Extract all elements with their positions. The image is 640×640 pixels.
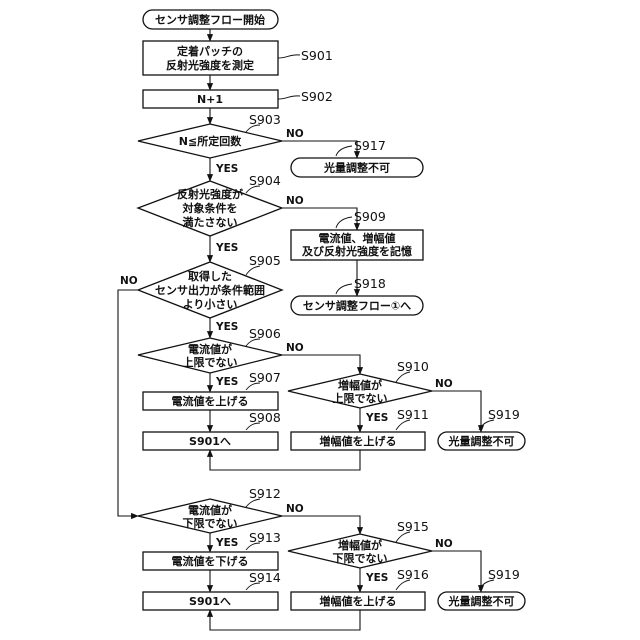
s913-label: 電流値を下げる	[172, 554, 249, 568]
s905-line-1: 取得した	[188, 269, 232, 283]
s904-line-2: 対象条件を	[182, 201, 238, 215]
step-label-s919a: S919	[488, 407, 520, 422]
step-label-s915: S915	[397, 519, 429, 534]
s918-label: センサ調整フロー①へ	[303, 299, 411, 313]
step-label-s911: S911	[397, 407, 429, 422]
s906-line-2: 上限でない	[183, 355, 238, 369]
s907-label: 電流値を上げる	[172, 394, 249, 408]
s902-label: N+1	[197, 93, 223, 106]
s915-line-2: 下限でない	[333, 551, 388, 565]
s906-yes-label: YES	[215, 376, 238, 388]
s912-line-1: 電流値が	[188, 503, 232, 517]
s910-yes-label: YES	[365, 412, 388, 424]
step-label-s909: S909	[354, 209, 386, 224]
s919a-label: 光量調整不可	[448, 434, 515, 448]
step-label-s918: S918	[354, 276, 386, 291]
s904-line-3: 満たさない	[183, 215, 238, 229]
s911-label: 増幅値を上げる	[320, 434, 397, 448]
step-label-s916: S916	[397, 567, 429, 582]
s910-line-2: 上限でない	[333, 391, 388, 405]
s919b-label: 光量調整不可	[448, 594, 515, 608]
s901-line-2: 反射光強度を測定	[166, 58, 254, 72]
s910-line-1: 増幅値が	[338, 378, 382, 392]
s914-label: S901へ	[189, 595, 231, 608]
step-label-s914: S914	[249, 570, 281, 585]
step-label-s910: S910	[397, 359, 429, 374]
s910-no-label: NO	[435, 378, 453, 390]
s909-line-1: 電流値、増幅値	[319, 231, 396, 245]
s905-no-label: NO	[120, 275, 138, 287]
s901-line-1: 定着パッチの	[177, 44, 243, 58]
step-label-s907: S907	[249, 370, 281, 385]
s905-yes-label: YES	[215, 321, 238, 333]
step-label-s919b: S919	[488, 567, 520, 582]
s915-yes-label: YES	[365, 572, 388, 584]
s915-no-label: NO	[435, 538, 453, 550]
node-text: センサ調整フロー開始 定着パッチの 反射光強度を測定 N+1 N≦所定回数 光量…	[155, 13, 515, 609]
s908-label: S901へ	[189, 435, 231, 448]
s909-line-2: 及び反射光強度を記憶	[302, 244, 412, 258]
s905-line-2: センサ出力が条件範囲	[155, 283, 265, 297]
step-label-s917: S917	[354, 138, 386, 153]
connectors	[118, 29, 481, 630]
step-label-s902: S902	[301, 89, 333, 104]
s912-no-label: NO	[286, 503, 304, 515]
s917-label: 光量調整不可	[323, 161, 390, 175]
start-label: センサ調整フロー開始	[155, 13, 265, 27]
s904-no-label: NO	[286, 195, 304, 207]
step-label-s901: S901	[301, 48, 333, 63]
s904-yes-label: YES	[215, 242, 238, 254]
s905-line-3: より小さい	[183, 297, 238, 311]
s915-line-1: 増幅値が	[338, 538, 382, 552]
s906-no-label: NO	[286, 342, 304, 354]
s912-yes-label: YES	[215, 537, 238, 549]
step-leaders	[246, 55, 494, 590]
s906-line-1: 電流値が	[188, 342, 232, 356]
s904-line-1: 反射光強度が	[177, 187, 243, 201]
s903-label: N≦所定回数	[179, 134, 242, 148]
step-label-s913: S913	[249, 530, 281, 545]
step-label-s903: S903	[249, 112, 281, 127]
step-label-s906: S906	[249, 326, 281, 341]
s912-line-2: 下限でない	[183, 516, 238, 530]
step-label-s904: S904	[249, 173, 281, 188]
step-label-s912: S912	[249, 486, 281, 501]
s903-no-label: NO	[286, 128, 304, 140]
step-label-s905: S905	[249, 253, 281, 268]
s916-label: 増幅値を上げる	[320, 594, 397, 608]
step-label-s908: S908	[249, 410, 281, 425]
s903-yes-label: YES	[215, 163, 238, 175]
